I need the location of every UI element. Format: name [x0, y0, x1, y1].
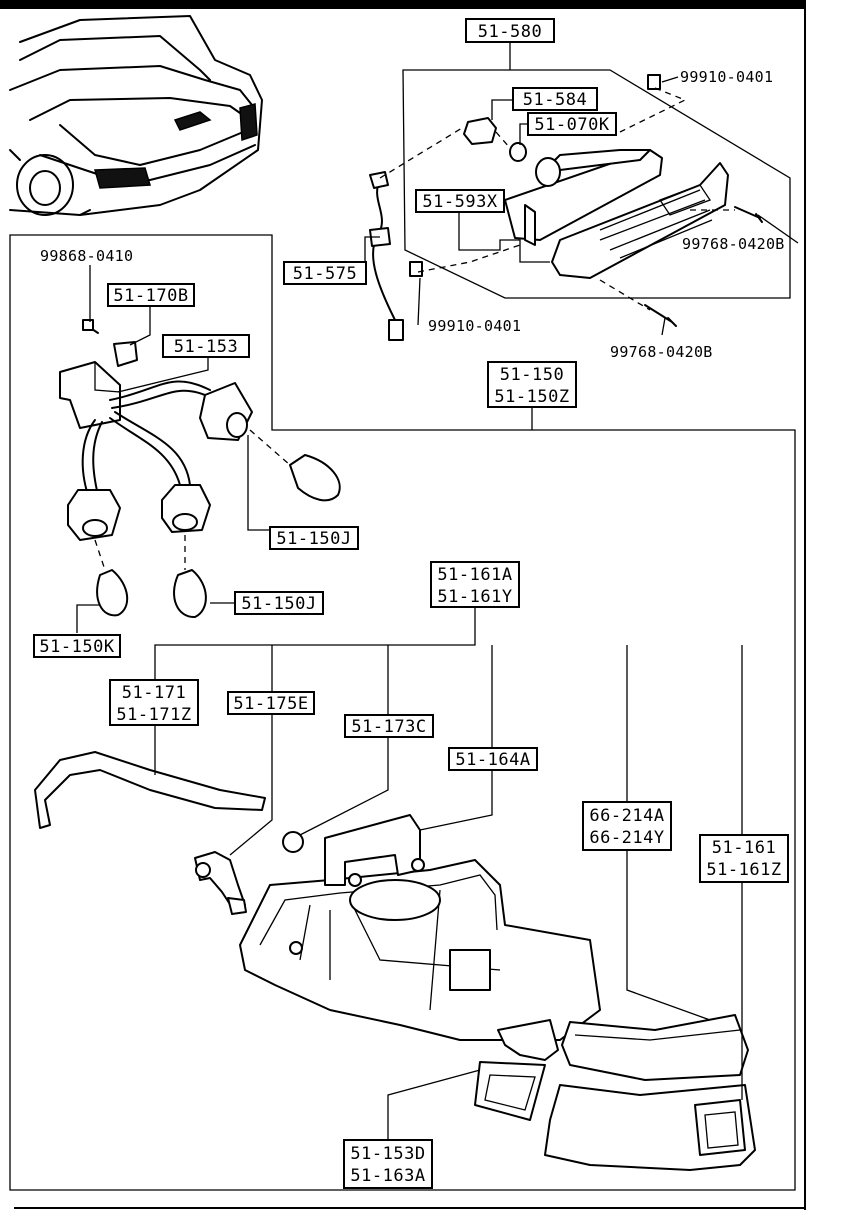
label-51-593X: 51-593X: [415, 189, 505, 213]
label-66-214Y-text: 66-214Y: [589, 828, 664, 848]
trim-molding: [34, 751, 266, 829]
label-51-161-group: 51-161 51-161Z: [699, 834, 789, 883]
label-51-575: 51-575: [283, 261, 367, 285]
label-51-580: 51-580: [465, 18, 555, 43]
label-51-580-text: 51-580: [478, 22, 542, 42]
label-51-584: 51-584: [512, 87, 598, 111]
wiring-grommet: [194, 851, 247, 915]
label-51-150Z-text: 51-150Z: [494, 387, 569, 407]
label-99910-0401-a: 99910-0401: [680, 68, 773, 86]
label-51-175E-text: 51-175E: [233, 694, 308, 714]
label-51-153-text: 51-153: [174, 337, 238, 357]
side-lamp-assembly: [369, 69, 791, 341]
label-51-150J-b: 51-150J: [234, 591, 324, 615]
label-51-161-text: 51-161: [712, 838, 776, 858]
label-51-150K: 51-150K: [33, 634, 121, 658]
label-51-170B-text: 51-170B: [113, 286, 188, 306]
label-51-070K: 51-070K: [527, 112, 617, 136]
label-51-070K-text: 51-070K: [534, 115, 609, 135]
label-99910-0401-b: 99910-0401: [428, 317, 521, 335]
label-51-161Y-text: 51-161Y: [437, 587, 512, 607]
leader-lines: [76, 42, 799, 1140]
label-51-171Z-text: 51-171Z: [116, 705, 191, 725]
label-51-593X-text: 51-593X: [422, 192, 497, 212]
label-99768-0420B-b: 99768-0420B: [610, 343, 713, 361]
label-51-575-text: 51-575: [293, 264, 357, 284]
label-51-171-group: 51-171 51-171Z: [109, 679, 199, 726]
left-panel-frame: [9, 234, 796, 1191]
car-rear-illustration: [9, 15, 263, 216]
label-51-150J-b-text: 51-150J: [241, 594, 316, 614]
label-51-153: 51-153: [162, 334, 250, 358]
label-51-150-text: 51-150: [500, 365, 564, 385]
label-66-214A-text: 66-214A: [589, 806, 664, 826]
label-51-173C: 51-173C: [344, 714, 434, 738]
label-99768-0420B-a: 99768-0420B: [682, 235, 785, 253]
label-51-161A-text: 51-161A: [437, 565, 512, 585]
label-51-150J-a: 51-150J: [269, 526, 359, 550]
label-51-584-text: 51-584: [523, 90, 587, 110]
label-51-173C-text: 51-173C: [351, 717, 426, 737]
top-border-bar: [0, 0, 806, 9]
label-51-164A: 51-164A: [448, 747, 538, 771]
socket-harness: [59, 319, 341, 619]
lens-parts: [474, 1014, 756, 1171]
label-51-150J-a-text: 51-150J: [276, 529, 351, 549]
rear-combination-lamp: [239, 814, 601, 1041]
label-51-153D-group: 51-153D 51-163A: [343, 1139, 433, 1189]
label-51-161Z-text: 51-161Z: [706, 860, 781, 880]
label-51-171-text: 51-171: [122, 683, 186, 703]
label-51-170B: 51-170B: [107, 283, 195, 307]
label-51-164A-text: 51-164A: [455, 750, 530, 770]
label-66-214A-group: 66-214A 66-214Y: [582, 801, 672, 851]
label-51-153D-text: 51-153D: [350, 1144, 425, 1164]
label-99868-0410: 99868-0410: [40, 247, 133, 265]
label-51-175E: 51-175E: [227, 691, 315, 715]
label-51-161A-group: 51-161A 51-161Y: [430, 561, 520, 608]
label-51-150-group: 51-150 51-150Z: [487, 361, 577, 408]
label-51-150K-text: 51-150K: [39, 637, 114, 657]
label-51-163A-text: 51-163A: [350, 1166, 425, 1186]
